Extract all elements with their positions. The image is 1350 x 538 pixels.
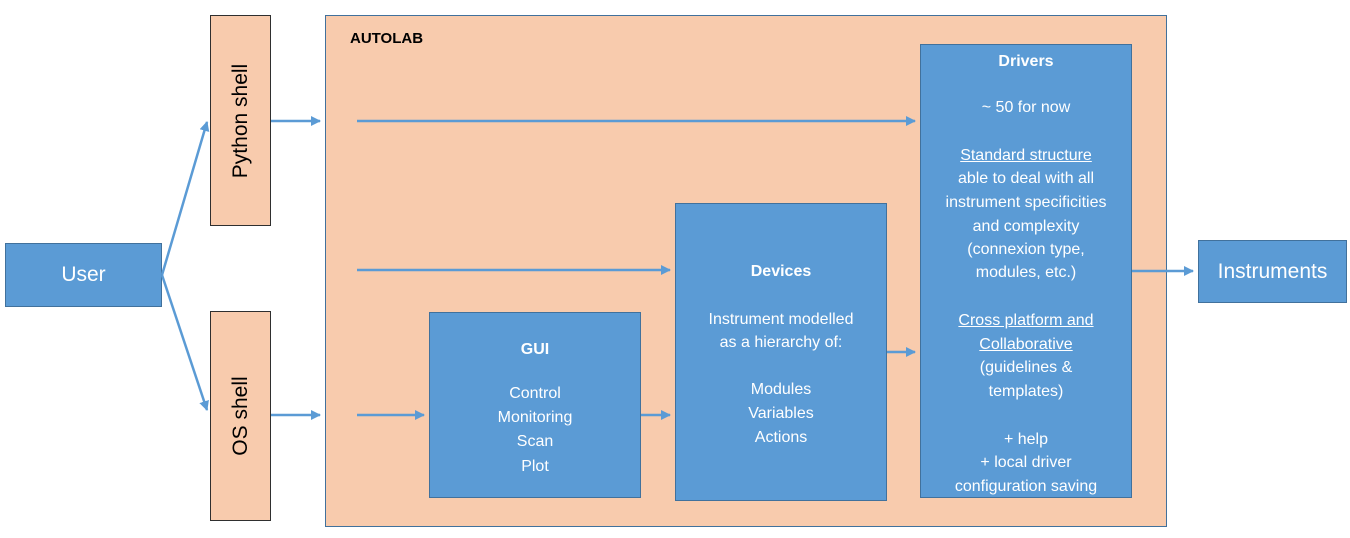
drivers-std-line: modules, etc.) <box>975 264 1077 281</box>
drivers-std-line: instrument specificities <box>945 194 1107 211</box>
devices-item: Actions <box>754 429 808 446</box>
devices-line: Instrument modelled <box>708 311 854 328</box>
drivers-box: Drivers ~ 50 for now Standard structure … <box>920 44 1132 498</box>
drivers-std-line: able to deal with all <box>957 170 1095 187</box>
os-shell-box: OS shell <box>210 311 271 521</box>
arrow-user-to-python <box>160 121 210 276</box>
gui-line: Monitoring <box>497 409 573 426</box>
drivers-std-line: and complexity <box>972 218 1080 235</box>
arrow-user-to-os <box>160 274 209 411</box>
drivers-extra-line: + local driver <box>980 454 1072 471</box>
gui-line: Plot <box>521 458 549 475</box>
drivers-cross-line: templates) <box>988 383 1064 400</box>
drivers-std-line: (connexion type, <box>967 241 1085 258</box>
devices-item: Modules <box>750 381 812 398</box>
drivers-cross-heading: Collaborative <box>979 336 1073 353</box>
devices-title: Devices <box>750 263 812 280</box>
gui-title: GUI <box>520 341 550 358</box>
instruments-box: Instruments <box>1198 240 1347 303</box>
drivers-extra-line: + help <box>1003 431 1049 448</box>
drivers-cross-heading: Cross platform and <box>958 312 1094 329</box>
gui-box: GUI Control Monitoring Scan Plot <box>429 312 641 498</box>
instruments-label: Instruments <box>1217 259 1328 283</box>
devices-item: Variables <box>748 405 814 422</box>
user-label: User <box>61 263 106 286</box>
drivers-cross-line: (guidelines & <box>979 359 1073 376</box>
devices-line: as a hierarchy of: <box>719 334 843 351</box>
drivers-count: ~ 50 for now <box>981 99 1071 116</box>
user-box: User <box>5 243 162 307</box>
python-shell-box: Python shell <box>210 15 271 226</box>
autolab-label: AUTOLAB <box>350 30 424 47</box>
gui-line: Scan <box>516 433 554 450</box>
gui-line: Control <box>509 385 561 402</box>
drivers-title: Drivers <box>998 53 1054 70</box>
devices-box: Devices Instrument modelled as a hierarc… <box>675 203 887 501</box>
drivers-std-heading: Standard structure <box>960 147 1092 164</box>
drivers-extra-line: configuration saving <box>954 478 1098 495</box>
